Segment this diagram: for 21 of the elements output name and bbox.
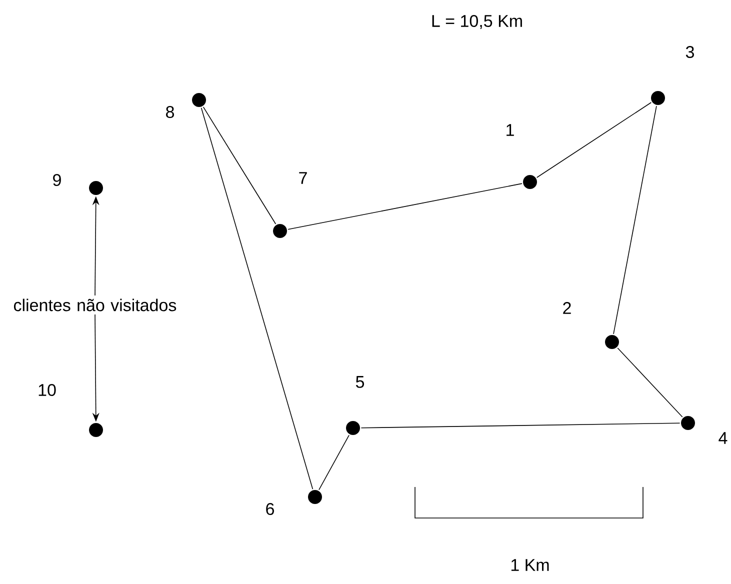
route-line <box>318 434 350 490</box>
number-label: 7 <box>299 172 307 184</box>
number-label: 5 <box>356 376 364 388</box>
route-line <box>200 107 314 490</box>
number-label: 9 <box>53 174 61 186</box>
number-label: 3 <box>686 46 694 58</box>
number-label: 4 <box>718 432 728 444</box>
scale-label: 1 Km <box>511 559 549 571</box>
number-label: 1 <box>506 124 514 136</box>
route-line <box>536 102 652 178</box>
route-line <box>360 422 680 428</box>
number-label: 2 <box>563 302 571 314</box>
title: L = 10,5 Km <box>432 14 522 30</box>
route-line <box>202 106 276 224</box>
route-line <box>613 106 657 334</box>
route-line <box>617 348 683 418</box>
node-text: clientes não visitados <box>14 298 176 312</box>
number-label: 6 <box>266 502 274 516</box>
number-label: 10 <box>38 384 56 396</box>
number-label: 8 <box>166 106 174 118</box>
route-line <box>288 183 522 230</box>
